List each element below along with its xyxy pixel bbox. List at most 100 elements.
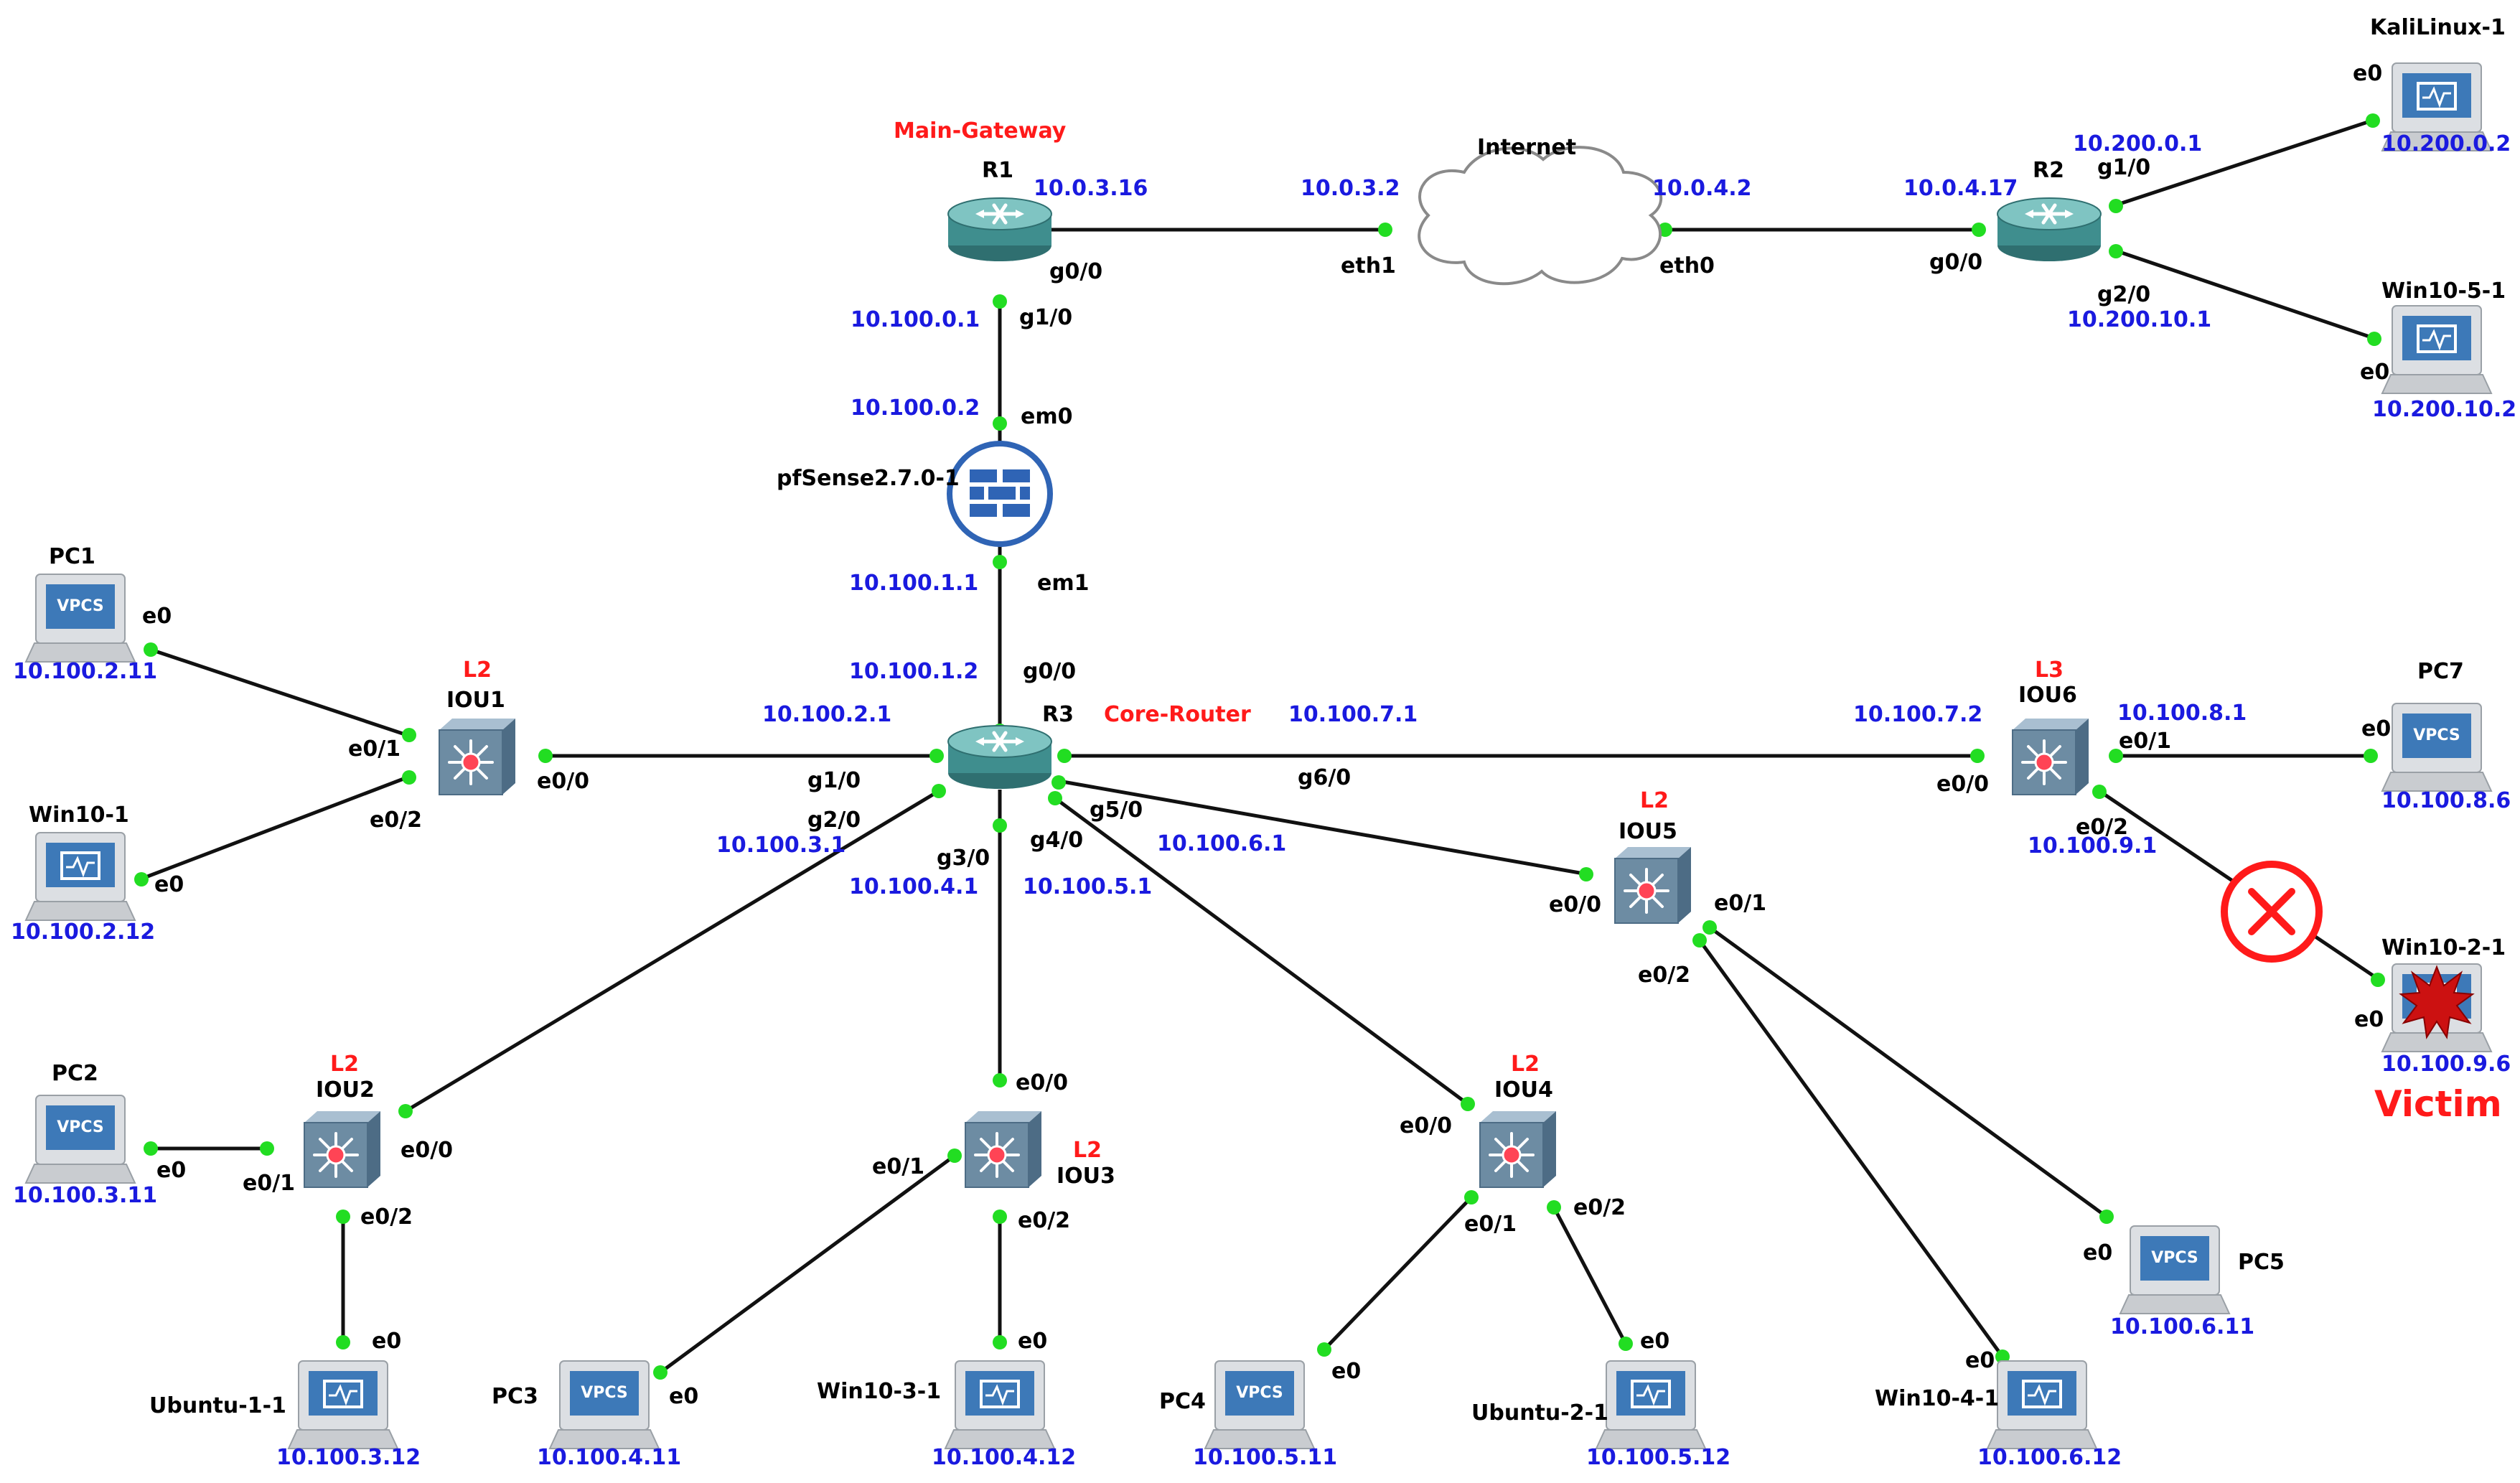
pfsense-name-label: pfSense2.7.0-1	[777, 466, 960, 491]
host-win10-3-1[interactable]	[944, 1360, 1056, 1450]
port-dot	[1547, 1200, 1561, 1215]
pfsense-lan-port: em1	[1037, 571, 1089, 596]
vpcs-icon	[25, 1095, 136, 1184]
port-dot	[1378, 223, 1392, 237]
pfsense-wan-ip: 10.100.0.2	[851, 396, 980, 421]
r3-g5-port: g5/0	[1090, 797, 1143, 823]
iou3-name-label: IOU3	[1057, 1164, 1115, 1189]
host-pc7[interactable]	[2381, 703, 2492, 792]
r3-g5-ip: 10.100.6.1	[1157, 831, 1286, 856]
port-dot	[2092, 785, 2107, 799]
link-iou4-ubuntu2	[1552, 1206, 1628, 1345]
iou4-layer-label: L2	[1511, 1052, 1540, 1077]
port-dot	[402, 770, 416, 785]
r3-g2-ip: 10.100.3.1	[716, 833, 846, 858]
port-dot	[993, 294, 1007, 309]
host-pc1[interactable]	[25, 574, 136, 663]
switch-iou2[interactable]	[303, 1110, 382, 1189]
r3-g4-port: g4/0	[1030, 828, 1083, 853]
win1-ip: 10.100.2.12	[11, 920, 155, 945]
host-ubuntu-2-1[interactable]	[1595, 1360, 1707, 1450]
port-dot	[260, 1141, 274, 1156]
link-r2-win5	[2117, 249, 2376, 341]
router-r2[interactable]	[1997, 198, 2101, 261]
port-dot	[993, 555, 1007, 569]
port-dot	[993, 1073, 1007, 1087]
switch-icon	[964, 1110, 1043, 1189]
port-dot	[336, 1210, 350, 1224]
port-dot	[2364, 749, 2378, 763]
link-iou3-pc3	[659, 1154, 956, 1375]
iou1-name-label: IOU1	[446, 688, 505, 713]
r2-g1-port: g1/0	[2097, 155, 2150, 180]
link-r3-iou2	[404, 789, 940, 1113]
iou6-port-b: e0/2	[2076, 815, 2128, 840]
pc4-port: e0	[1331, 1359, 1361, 1384]
router-r1[interactable]	[948, 198, 1051, 261]
switch-iou4[interactable]	[1479, 1110, 1558, 1189]
link-iou1-win1	[139, 775, 410, 881]
router-icon	[948, 198, 1051, 261]
switch-icon	[1613, 846, 1692, 925]
win1-name-label: Win10-1	[29, 803, 129, 828]
host-win10-1[interactable]	[24, 831, 136, 922]
r3-g1-port: g1/0	[807, 768, 861, 793]
host-win10-4-1[interactable]	[1986, 1360, 2098, 1450]
host-pc5[interactable]	[2119, 1225, 2230, 1314]
host-win10-2-1[interactable]	[2381, 963, 2493, 1053]
host-pc2[interactable]	[25, 1095, 136, 1184]
internet-right-ip: 10.0.4.2	[1652, 176, 1752, 201]
link-iou5-pc5	[1708, 925, 2108, 1219]
ubuntu1-ip: 10.100.3.12	[276, 1445, 421, 1470]
pc1-ip: 10.100.2.11	[13, 659, 157, 684]
port-dot	[336, 1335, 350, 1349]
iou3-port-up: e0/0	[1016, 1070, 1068, 1095]
switch-icon	[1479, 1110, 1558, 1189]
host-pc3[interactable]	[549, 1360, 660, 1449]
pc4-ip: 10.100.5.11	[1193, 1445, 1337, 1470]
vpcs-icon	[25, 574, 136, 663]
switch-iou5[interactable]	[1613, 846, 1692, 925]
r2-g1-ip: 10.200.0.1	[2073, 131, 2202, 156]
switch-iou3[interactable]	[964, 1110, 1043, 1189]
iou1-port-b: e0/2	[370, 808, 422, 833]
attack-burst-icon	[2399, 965, 2475, 1039]
iou3-port-b: e0/2	[1018, 1208, 1070, 1233]
internet-left-ip: 10.0.3.2	[1301, 176, 1400, 201]
ubuntu1-name-label: Ubuntu-1-1	[149, 1393, 286, 1418]
host-pc4[interactable]	[1204, 1360, 1315, 1449]
ubuntu2-ip: 10.100.5.12	[1586, 1445, 1730, 1470]
iou1-port-a: e0/1	[348, 736, 401, 762]
ubuntu1-port: e0	[372, 1329, 401, 1354]
r3-role-label: Core-Router	[1104, 702, 1251, 727]
r3-name-label: R3	[1042, 702, 1074, 727]
iou4-port-up: e0/0	[1400, 1113, 1452, 1138]
workstation-icon	[24, 831, 136, 922]
switch-iou6[interactable]	[2011, 717, 2090, 796]
win4-name-label: Win10-4-1	[1875, 1386, 1999, 1411]
workstation-icon	[1986, 1360, 2098, 1450]
pc1-name-label: PC1	[49, 544, 95, 569]
internet-cloud[interactable]	[1418, 146, 1663, 286]
port-dot	[1702, 920, 1717, 935]
port-dot	[2367, 332, 2381, 346]
switch-iou1[interactable]	[438, 717, 517, 796]
host-ubuntu-1-1[interactable]	[287, 1360, 399, 1450]
pc3-name-label: PC3	[492, 1384, 538, 1409]
pc1-port: e0	[142, 604, 172, 629]
router-icon	[948, 726, 1051, 789]
r1-name-label: R1	[982, 158, 1013, 183]
host-win10-5-1[interactable]	[2381, 304, 2493, 395]
port-dot	[1057, 749, 1072, 763]
r3-g0-ip: 10.100.1.2	[849, 659, 978, 684]
firewall-pfsense[interactable]	[947, 441, 1053, 547]
port-dot	[1051, 775, 1066, 790]
workstation-icon	[287, 1360, 399, 1450]
link-iou4-pc4	[1323, 1196, 1473, 1351]
port-dot	[2366, 113, 2380, 128]
pc2-ip: 10.100.3.11	[13, 1183, 157, 1208]
blocked-link-marker	[2221, 861, 2323, 963]
port-dot	[947, 1148, 962, 1163]
router-r3[interactable]	[948, 726, 1051, 789]
iou2-port-a: e0/1	[243, 1171, 295, 1196]
